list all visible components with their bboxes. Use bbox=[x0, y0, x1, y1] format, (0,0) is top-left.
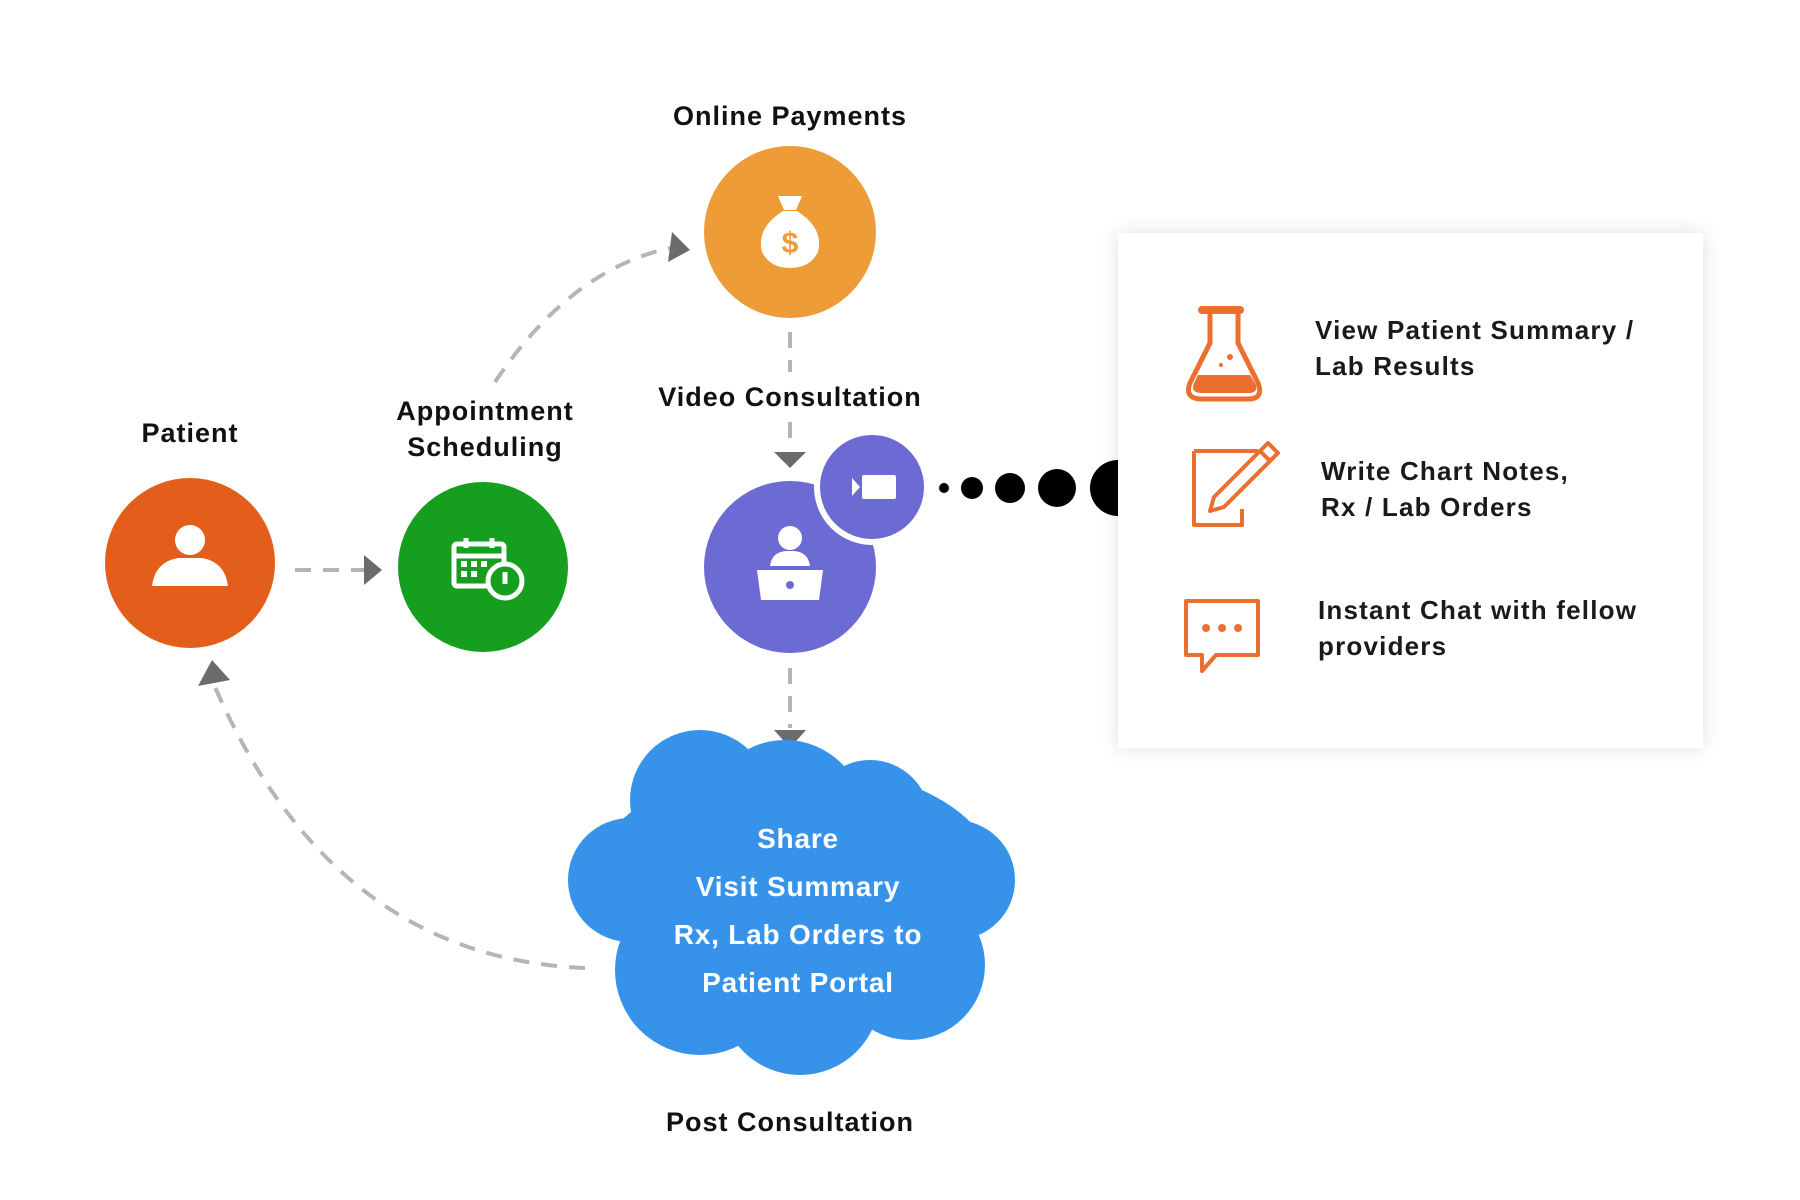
post-label: Post Consultation bbox=[666, 1107, 914, 1137]
video-badge bbox=[814, 429, 930, 545]
panel-item-3-line2: providers bbox=[1318, 631, 1448, 661]
panel-item-3-line1: Instant Chat with fellow bbox=[1318, 595, 1638, 625]
arrowhead-post bbox=[774, 730, 806, 748]
cloud-line-3: Rx, Lab Orders to bbox=[673, 919, 923, 950]
panel-item-1-line2: Lab Results bbox=[1315, 351, 1476, 381]
panel-item-3: Instant Chat with fellow providers bbox=[1318, 592, 1637, 664]
person-icon bbox=[152, 525, 228, 586]
video-node bbox=[704, 429, 930, 653]
cloud-text: Share Visit Summary Rx, Lab Orders to Pa… bbox=[578, 815, 1018, 1007]
features-panel-icons bbox=[1184, 306, 1280, 673]
panel-item-1-line1: View Patient Summary / bbox=[1315, 315, 1635, 345]
calendar-clock-icon bbox=[451, 538, 525, 601]
panel-item-2-line1: Write Chart Notes, bbox=[1321, 456, 1569, 486]
video-label: Video Consultation bbox=[658, 382, 922, 412]
appointment-node bbox=[398, 482, 568, 652]
patient-node bbox=[105, 478, 275, 648]
svg-text:$: $ bbox=[782, 227, 799, 260]
arrowhead-patient bbox=[198, 660, 230, 686]
payments-node: $ bbox=[704, 146, 876, 318]
arrowhead-payments bbox=[668, 232, 690, 262]
connector-dots bbox=[939, 460, 1146, 516]
features-panel: View Patient Summary / Lab Results Write… bbox=[1118, 233, 1703, 748]
chat-bubble-icon bbox=[1184, 599, 1260, 673]
appointment-label-line1: Appointment bbox=[396, 396, 574, 426]
payments-label: Online Payments bbox=[672, 101, 908, 131]
arrow-appointment-to-payments bbox=[493, 246, 671, 384]
appointment-label: Appointment Scheduling bbox=[380, 393, 590, 465]
panel-item-2-line2: Rx / Lab Orders bbox=[1321, 492, 1533, 522]
arrow-post-to-patient bbox=[210, 679, 586, 970]
panel-item-1: View Patient Summary / Lab Results bbox=[1315, 312, 1634, 384]
video-camera-icon bbox=[852, 475, 896, 499]
cloud-line-2: Visit Summary bbox=[695, 871, 901, 902]
panel-item-2: Write Chart Notes, Rx / Lab Orders bbox=[1321, 453, 1569, 525]
cloud-line-1: Share bbox=[757, 823, 839, 854]
flask-icon bbox=[1186, 306, 1263, 402]
appointment-label-line2: Scheduling bbox=[407, 432, 563, 462]
post-consultation-cloud bbox=[568, 730, 1015, 1075]
patient-label: Patient bbox=[141, 418, 239, 448]
arrowhead-appointment bbox=[364, 555, 382, 585]
note-pencil-icon bbox=[1192, 441, 1280, 527]
money-bag-icon: $ bbox=[760, 196, 820, 268]
arrowhead-video bbox=[774, 452, 806, 468]
cloud-line-4: Patient Portal bbox=[702, 967, 894, 998]
